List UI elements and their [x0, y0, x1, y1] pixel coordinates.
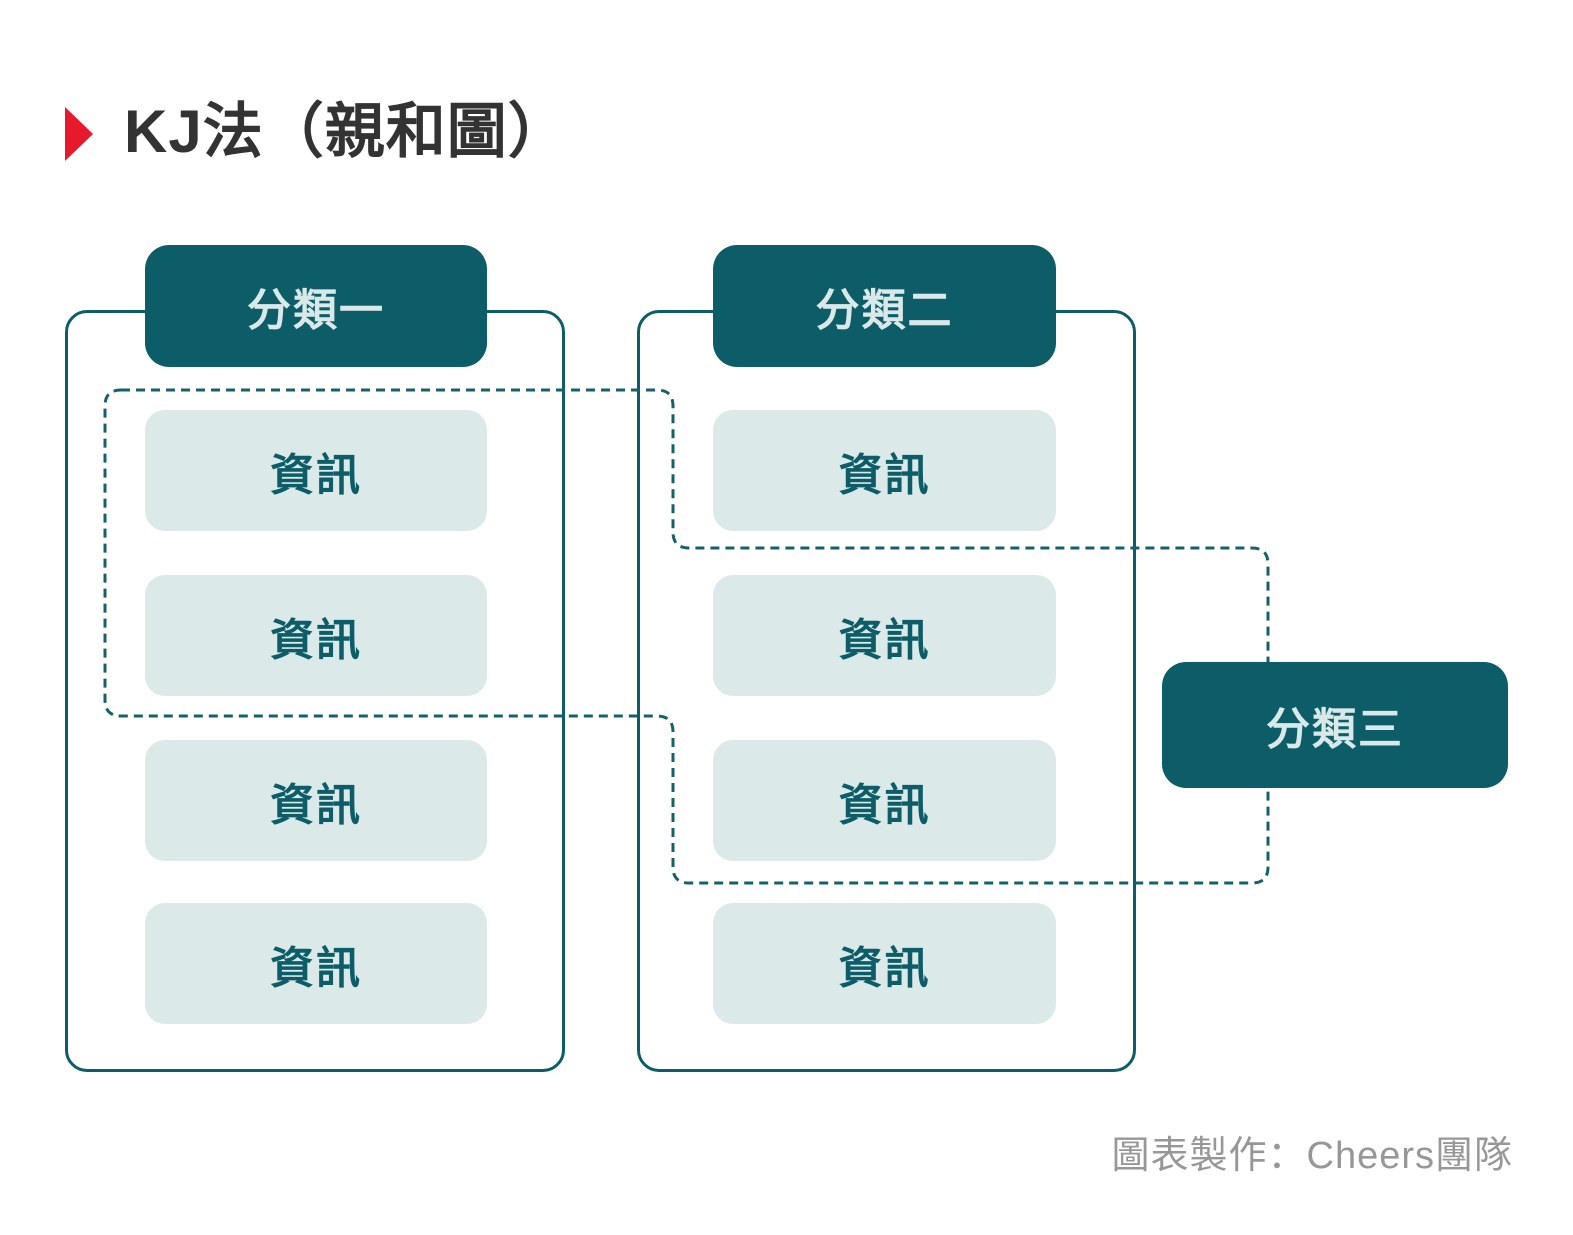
category-2-info-card: 資訊 — [713, 575, 1056, 696]
category-1-badge: 分類一 — [145, 245, 487, 367]
credit-text: 圖表製作：Cheers團隊 — [1111, 1135, 1513, 1177]
category-2-info-card: 資訊 — [713, 410, 1056, 531]
page-title: KJ法（親和圖） — [124, 98, 569, 165]
category-1-info-card: 資訊 — [145, 575, 487, 696]
category-2-info-card: 資訊 — [713, 740, 1056, 861]
category-1-info-card: 資訊 — [145, 740, 487, 861]
category-1-info-card: 資訊 — [145, 410, 487, 531]
title-arrow-icon — [65, 107, 93, 161]
category-2-info-card: 資訊 — [713, 903, 1056, 1024]
category-3-badge: 分類三 — [1162, 662, 1508, 788]
category-1-info-card: 資訊 — [145, 903, 487, 1024]
category-2-badge: 分類二 — [713, 245, 1056, 367]
